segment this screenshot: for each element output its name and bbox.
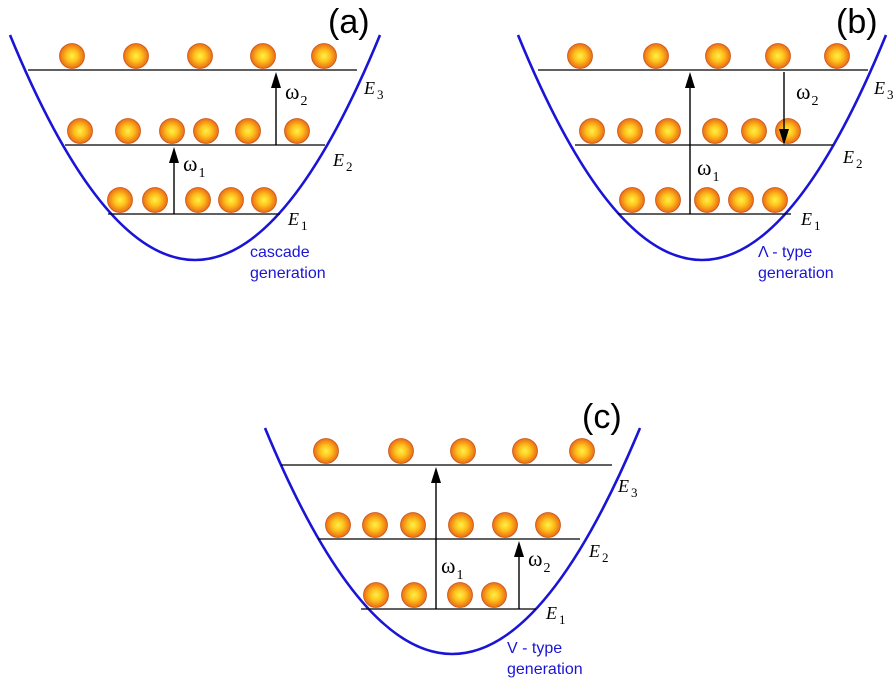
transition-arrow-head (779, 129, 789, 145)
particle-ball (185, 187, 211, 213)
particle-ball (450, 438, 476, 464)
particle-ball (193, 118, 219, 144)
particle-ball (311, 43, 337, 69)
particle-ball (142, 187, 168, 213)
particle-ball (107, 187, 133, 213)
particle-ball (481, 582, 507, 608)
generation-caption-line: generation (507, 661, 583, 678)
particle-ball (728, 187, 754, 213)
transition-arrow-head (169, 147, 179, 163)
panel-label: (a) (328, 3, 370, 41)
transition-frequency-label: ω2 (528, 546, 550, 576)
particle-ball (115, 118, 141, 144)
particle-ball (363, 582, 389, 608)
transition-arrow-head (514, 541, 524, 557)
transition-arrow-head (431, 467, 441, 483)
particle-ball (655, 118, 681, 144)
potential-well-curve (8, 34, 382, 262)
particle-ball (535, 512, 561, 538)
particle-ball (512, 438, 538, 464)
particle-ball (569, 438, 595, 464)
particle-ball (187, 43, 213, 69)
particle-ball (702, 118, 728, 144)
particle-ball (643, 43, 669, 69)
transition-frequency-label: ω1 (697, 155, 719, 185)
generation-caption-line: Λ - type (758, 244, 812, 261)
particle-ball (401, 582, 427, 608)
particle-ball (448, 512, 474, 538)
transition-frequency-label: ω1 (441, 553, 463, 583)
generation-caption-line: cascade (250, 244, 310, 261)
potential-well-curve (516, 34, 888, 262)
transition-arrow-head (685, 72, 695, 88)
particle-ball (655, 187, 681, 213)
particle-ball (400, 512, 426, 538)
particle-ball (313, 438, 339, 464)
particle-ball (765, 43, 791, 69)
generation-caption-line: generation (250, 265, 326, 282)
particle-ball (447, 582, 473, 608)
particle-ball (492, 512, 518, 538)
transition-frequency-label: ω2 (796, 79, 818, 109)
particle-ball (67, 118, 93, 144)
panel-label: (b) (836, 3, 878, 41)
particle-ball (250, 43, 276, 69)
particle-ball (123, 43, 149, 69)
particle-ball (218, 187, 244, 213)
particle-ball (579, 118, 605, 144)
particle-ball (824, 43, 850, 69)
particle-ball (159, 118, 185, 144)
particle-ball (567, 43, 593, 69)
panel-label: (c) (582, 398, 622, 436)
particle-ball (59, 43, 85, 69)
particle-ball (388, 438, 414, 464)
particle-ball (694, 187, 720, 213)
transition-arrow-head (271, 72, 281, 88)
particle-ball (705, 43, 731, 69)
particle-ball (235, 118, 261, 144)
generation-caption-line: generation (758, 265, 834, 282)
particle-ball (619, 187, 645, 213)
particle-ball (362, 512, 388, 538)
particle-ball (741, 118, 767, 144)
particle-ball (617, 118, 643, 144)
transition-frequency-label: ω1 (183, 151, 205, 181)
particle-ball (251, 187, 277, 213)
particle-ball (762, 187, 788, 213)
particle-ball (325, 512, 351, 538)
particle-ball (284, 118, 310, 144)
transition-frequency-label: ω2 (285, 79, 307, 109)
generation-caption-line: V - type (507, 640, 562, 657)
